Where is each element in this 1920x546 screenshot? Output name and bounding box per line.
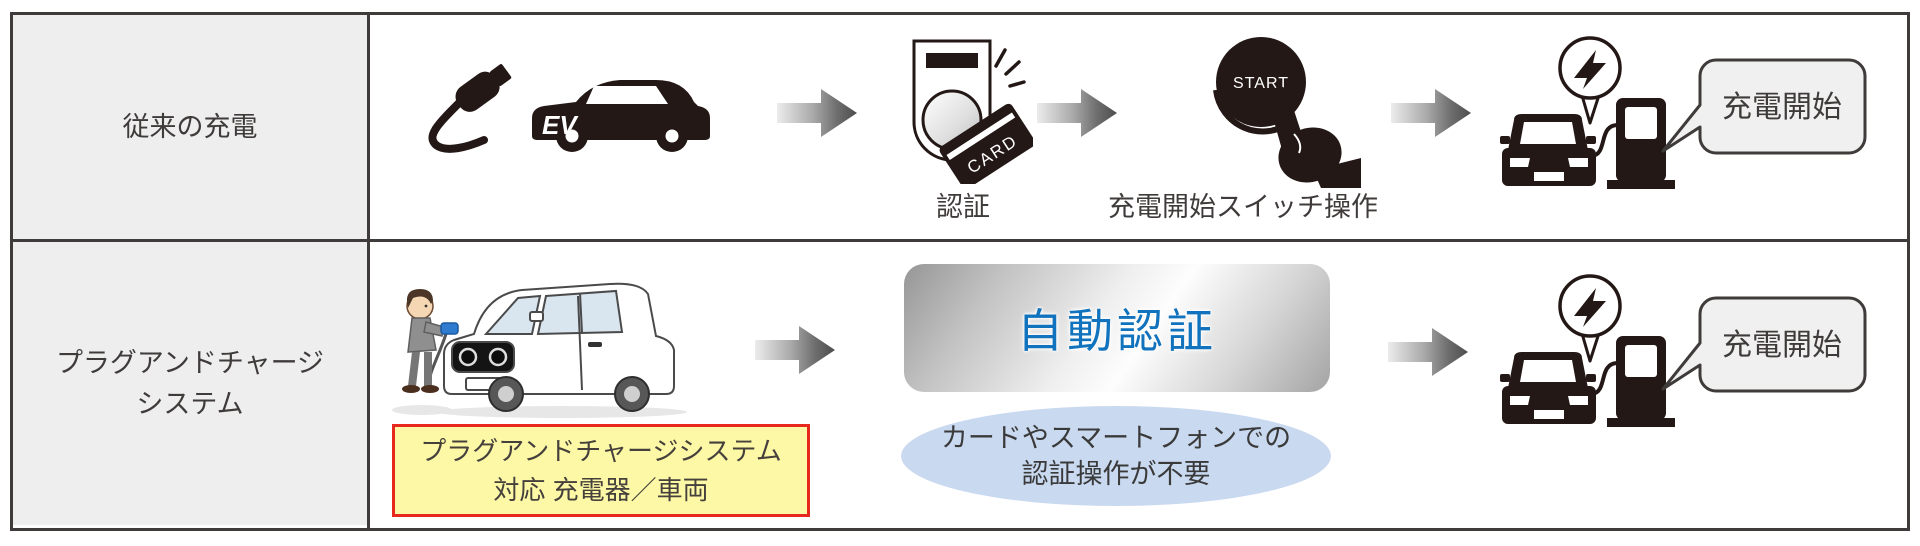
row-header-conventional: 従来の充電: [13, 15, 367, 239]
lightning-bolt-icon: [1574, 50, 1606, 89]
charge-start-bubble: 充電開始: [1661, 296, 1867, 393]
row-header-conventional-label: 従来の充電: [122, 111, 258, 142]
blue-connector: [440, 322, 459, 335]
car-front-icon: [1500, 114, 1596, 186]
charging-cable: [1591, 361, 1618, 396]
charge-start-bubble-text: 充電開始: [1722, 329, 1842, 362]
flow-arrow-icon: [1037, 89, 1117, 137]
charging-scene: 充電開始: [1500, 274, 1867, 427]
flow-arrow-icon: [1388, 328, 1468, 376]
table-border: [10, 12, 1910, 531]
flow-arrow-icon: [777, 89, 857, 137]
ev-car-icon: EV: [532, 80, 710, 152]
row-header-pnc-line1: プラグアンドチャージ: [55, 348, 325, 378]
charging-plug-icon: [455, 64, 512, 112]
card-reader-icon: CARD: [912, 39, 1033, 184]
no-auth-note-ellipse: カードやスマートフォンでの 認証操作が不要: [901, 406, 1331, 506]
white-car: [443, 282, 675, 395]
row-divider: [13, 239, 1907, 242]
row-header-pnc-line2: システム: [136, 388, 244, 419]
compatible-box-line2: 対応 充電器／車両: [493, 474, 709, 505]
auto-auth-box: 自動認証: [904, 264, 1330, 392]
plug-cable: [428, 98, 488, 153]
compatible-box-line1: プラグアンドチャージシステム: [420, 435, 782, 466]
charging-scene: 充電開始: [1500, 36, 1867, 189]
switch-step-label: 充電開始スイッチ操作: [1108, 192, 1378, 222]
pressing-hand-icon: [1267, 86, 1361, 188]
charging-cable: [1591, 123, 1618, 158]
column-divider: [367, 15, 370, 528]
tap-motion-lines: [994, 48, 1026, 88]
lightning-balloon-icon: [1558, 36, 1622, 125]
charge-start-bubble: 充電開始: [1661, 58, 1867, 155]
lightning-bolt-icon: [1574, 288, 1606, 327]
lightning-balloon-icon: [1558, 274, 1622, 363]
row-header-plug-and-charge: プラグアンドチャージ システム: [13, 242, 367, 525]
charging-station-icon: [1607, 98, 1675, 189]
flow-arrow-icon: [755, 326, 835, 374]
compatible-equipment-box: プラグアンドチャージシステム 対応 充電器／車両: [392, 424, 810, 517]
plug-in-illustration: [392, 282, 687, 418]
reader-screen: [926, 53, 978, 68]
charging-plug-and-ev-car-icon: EV: [428, 64, 710, 153]
auth-step-label: 認証: [936, 192, 990, 222]
start-button-text: START: [1233, 75, 1289, 92]
car-front-icon: [1500, 352, 1596, 424]
auto-auth-label: 自動認証: [1017, 305, 1217, 357]
person-figure: [402, 289, 459, 393]
no-auth-note-line1: カードやスマートフォンでの: [940, 422, 1292, 453]
id-card-icon: CARD: [939, 103, 1033, 184]
charging-station-icon: [1607, 336, 1675, 427]
no-auth-note-line2: 認証操作が不要: [1021, 459, 1211, 489]
start-button-press-icon: START: [1213, 37, 1361, 188]
flow-arrow-icon: [1391, 89, 1471, 137]
ev-badge-text: EV: [542, 110, 579, 140]
charge-start-bubble-text: 充電開始: [1722, 91, 1842, 124]
